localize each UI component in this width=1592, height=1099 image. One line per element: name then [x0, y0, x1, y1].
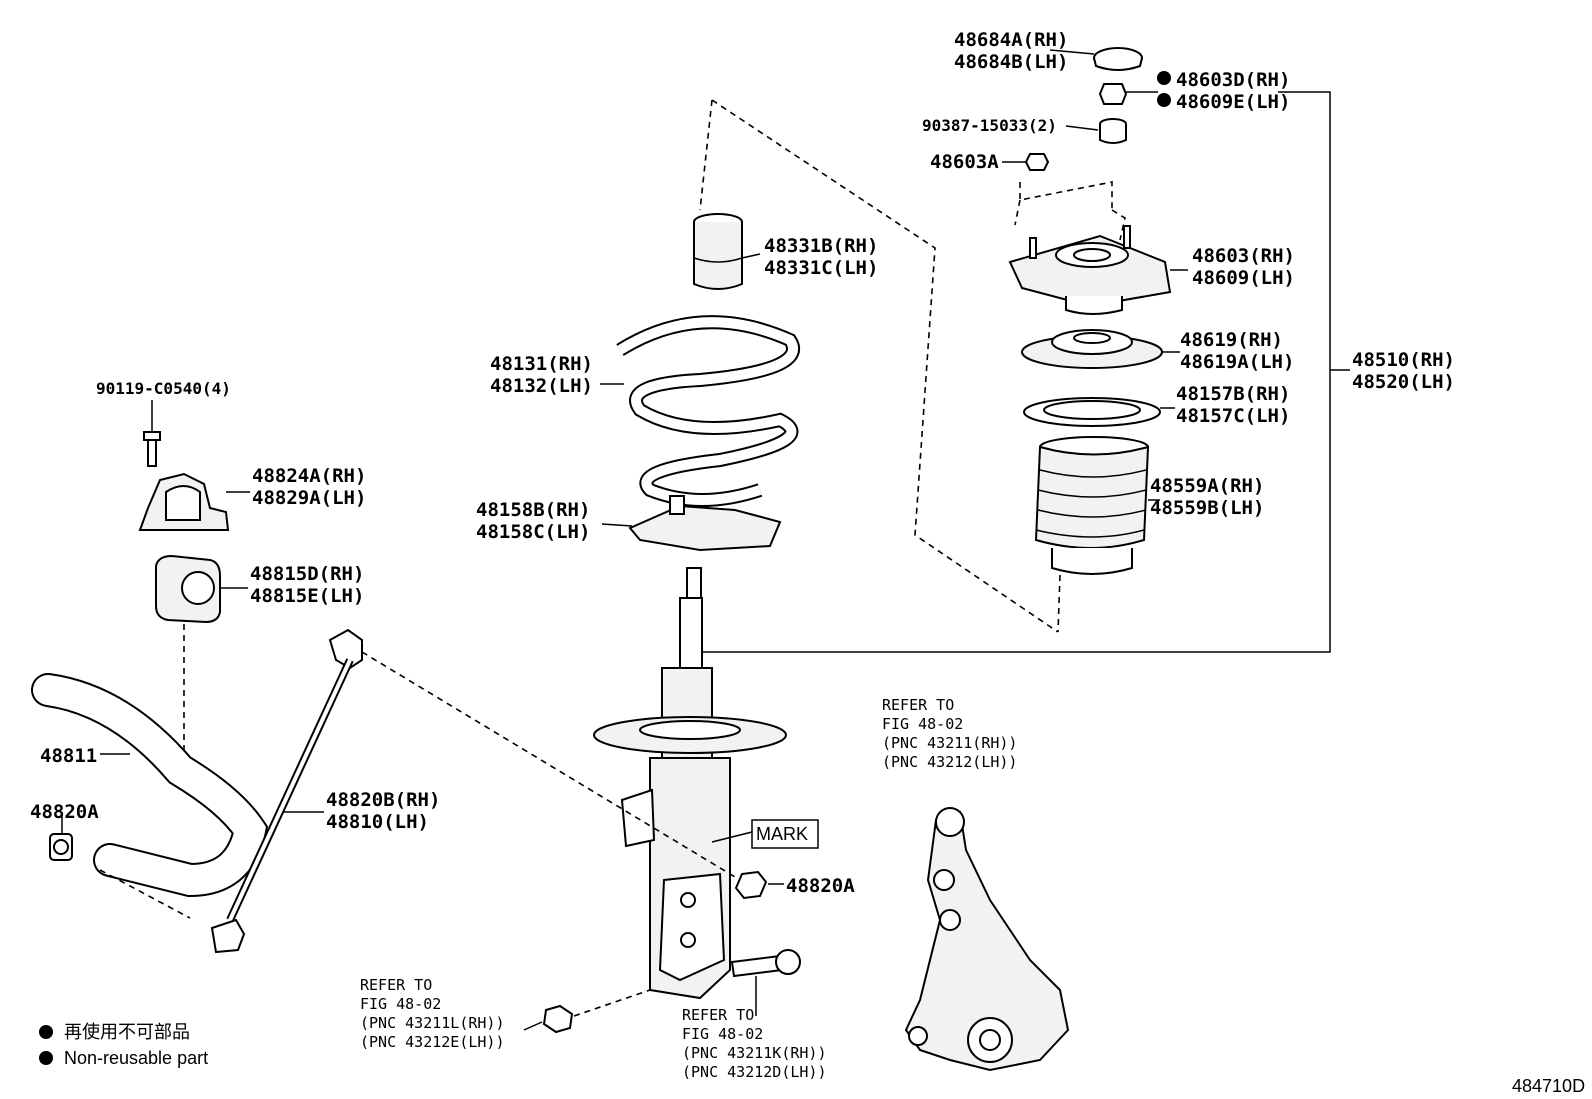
refer-bolt-line4: (PNC 43212D(LH)): [682, 1063, 827, 1081]
bound-bumper-illustration: [693, 213, 761, 290]
label-support-lh: 48609(LH): [1192, 267, 1295, 289]
label-spring-lh: 48132(LH): [490, 375, 593, 397]
stabilizer-bushing-illustration: [155, 554, 248, 756]
label-bearing-rh: 48157B(RH): [1176, 383, 1290, 405]
legend-dot-japanese: [39, 1025, 53, 1039]
legend-japanese: 再使用不可部品: [64, 1022, 190, 1042]
diagram-id: 484710D: [1512, 1076, 1585, 1096]
label-collar: 90387-15033(2): [922, 116, 1057, 135]
upper-spring-seat-illustration: [1021, 329, 1180, 369]
label-cap-lh: 48684B(LH): [954, 51, 1068, 73]
top-nut-illustration: [1098, 83, 1158, 105]
label-bracket-lh: 48829A(LH): [252, 487, 366, 509]
mark-label: MARK: [756, 824, 808, 844]
label-nut-48603a: 48603A: [930, 151, 999, 173]
label-spring-rh: 48131(RH): [490, 353, 593, 375]
refer-bolt-line2: FIG 48-02: [682, 1025, 763, 1043]
refer-bolt-line3: (PNC 43211K(RH)): [682, 1044, 827, 1062]
legend-dot-english: [39, 1051, 53, 1065]
label-bracket-bolt: 90119-C0540(4): [96, 379, 231, 398]
refer-knuckle-line3: (PNC 43211(RH)): [882, 734, 1017, 752]
label-bracket-rh: 48824A(RH): [252, 465, 366, 487]
bump-boot-illustration: [1034, 436, 1160, 575]
bearing-illustration: [1023, 397, 1175, 427]
stabilizer-bar-illustration: [31, 673, 269, 919]
refer-nut-line1: REFER TO: [360, 976, 432, 994]
label-boot-lh: 48559B(LH): [1150, 497, 1264, 519]
label-assembly-rh: 48510(RH): [1352, 349, 1455, 371]
label-bushing-rh: 48815D(RH): [250, 563, 364, 585]
label-bearing-lh: 48157C(LH): [1176, 405, 1290, 427]
label-bushing-nut: 48820A: [30, 801, 99, 823]
label-bumper-lh: 48331C(LH): [764, 257, 878, 279]
assembly-bracket-line: [690, 91, 1350, 653]
refer-nut-line3: (PNC 43211L(RH)): [360, 1014, 505, 1032]
label-support-rh: 48603(RH): [1192, 245, 1295, 267]
label-boot-rh: 48559A(RH): [1150, 475, 1264, 497]
label-stabilizer-bar: 48811: [40, 745, 97, 767]
label-top-nut-rh: 48603D(RH): [1176, 69, 1290, 91]
refer-nut-line4: (PNC 43212E(LH)): [360, 1033, 505, 1051]
non-reusable-marker-rh: [1157, 71, 1171, 85]
stabilizer-bracket-illustration: [138, 472, 250, 531]
label-top-nut-lh: 48609E(LH): [1176, 91, 1290, 113]
link-nut-illustration: [734, 870, 784, 900]
refer-knuckle-line1: REFER TO: [882, 696, 954, 714]
label-upper-seat-rh: 48619(RH): [1180, 329, 1283, 351]
assembly-dashed-outline: [699, 99, 1126, 633]
label-cap-rh: 48684A(RH): [954, 29, 1068, 51]
strut-nut-illustration: [523, 989, 651, 1034]
cap-illustration: [1049, 47, 1143, 71]
strut-bolt-illustration: [730, 949, 801, 1016]
mark-box: [751, 819, 819, 849]
shock-absorber-illustration: [593, 567, 787, 1000]
bracket-bolt-illustration: [143, 400, 161, 467]
label-insulator-rh: 48158B(RH): [476, 499, 590, 521]
strut-support-illustration: [1008, 225, 1188, 315]
stabilizer-link-illustration: [210, 628, 741, 954]
bushing-nut-illustration: [49, 812, 73, 861]
refer-knuckle-line2: FIG 48-02: [882, 715, 963, 733]
refer-nut-line2: FIG 48-02: [360, 995, 441, 1013]
collar-illustration: [1065, 118, 1127, 144]
refer-bolt-line1: REFER TO: [682, 1006, 754, 1024]
coil-spring-illustration: [600, 315, 800, 507]
non-reusable-marker-lh: [1157, 93, 1171, 107]
legend-english: Non-reusable part: [64, 1048, 208, 1068]
label-assembly-lh: 48520(LH): [1352, 371, 1455, 393]
label-link-nut: 48820A: [786, 875, 855, 897]
label-insulator-lh: 48158C(LH): [476, 521, 590, 543]
label-bushing-lh: 48815E(LH): [250, 585, 364, 607]
steering-knuckle-illustration: [904, 807, 1070, 1072]
spring-insulator-illustration: [601, 495, 782, 552]
label-link-lh: 48810(LH): [326, 811, 429, 833]
refer-knuckle-line4: (PNC 43212(LH)): [882, 753, 1017, 771]
label-link-rh: 48820B(RH): [326, 789, 440, 811]
label-upper-seat-lh: 48619A(LH): [1180, 351, 1294, 373]
nut-48603a-illustration: [1002, 153, 1050, 171]
label-bumper-rh: 48331B(RH): [764, 235, 878, 257]
